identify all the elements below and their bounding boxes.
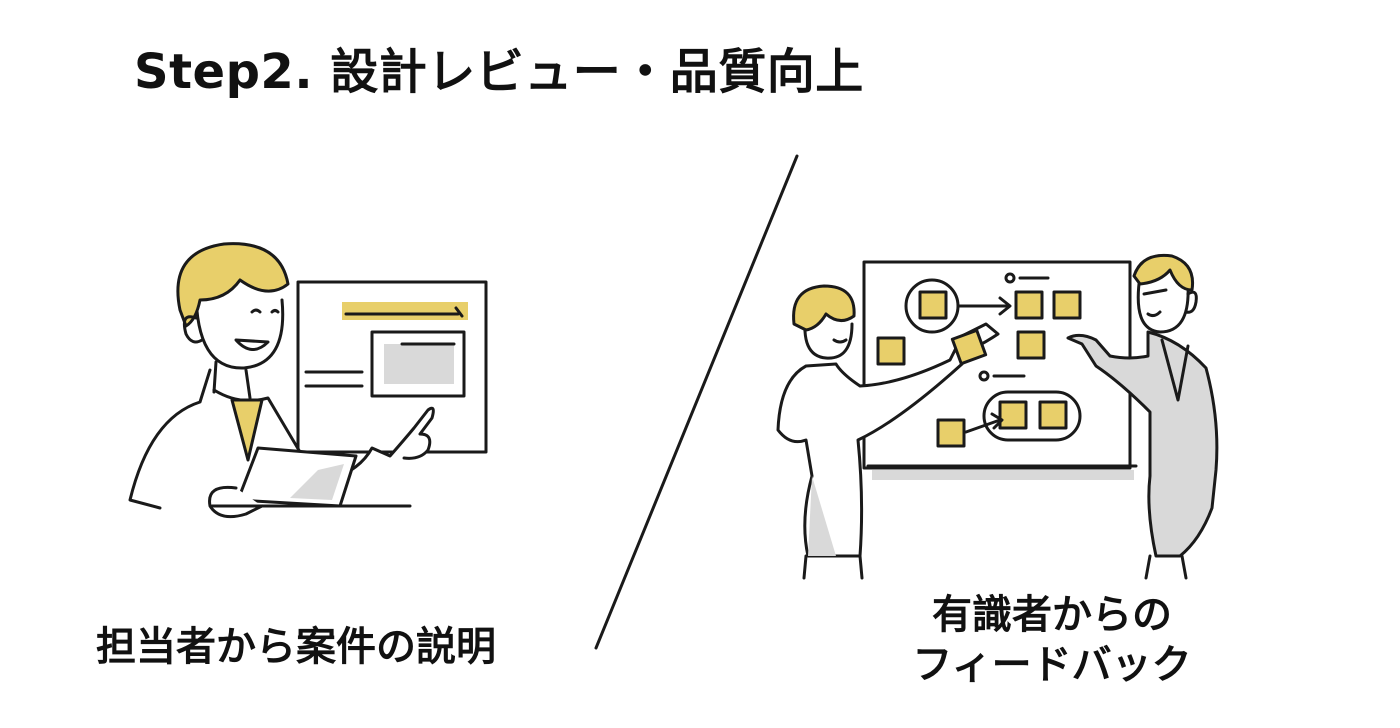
right-caption-line1: 有識者からの (932, 592, 1172, 638)
page-title: Step2. 設計レビュー・品質向上 (134, 44, 864, 100)
sticky-note (918, 290, 948, 320)
left-caption: 担当者から案件の説明 (96, 624, 496, 670)
right-caption-line2: フィードバック (912, 642, 1192, 688)
sticky-note (1038, 400, 1068, 430)
right-person-head (1136, 274, 1190, 334)
presenter-hair (176, 242, 290, 328)
presenter-head (194, 288, 285, 370)
left-person-hair (792, 284, 856, 332)
sticky-note (1052, 290, 1082, 320)
sticky-note (1014, 290, 1044, 320)
right-caption: 有識者からの フィードバック (872, 590, 1232, 690)
sticky-note (936, 418, 966, 448)
sticky-note (998, 400, 1028, 430)
left-illustration-presenter (128, 242, 488, 519)
whiteboard-highlight (342, 302, 468, 320)
left-person-body (776, 322, 1000, 558)
right-person-hair (1132, 253, 1195, 292)
sticky-note (1016, 330, 1046, 360)
sticky-note (876, 336, 906, 366)
divider-line (594, 154, 799, 650)
right-illustration-feedback (776, 253, 1219, 580)
